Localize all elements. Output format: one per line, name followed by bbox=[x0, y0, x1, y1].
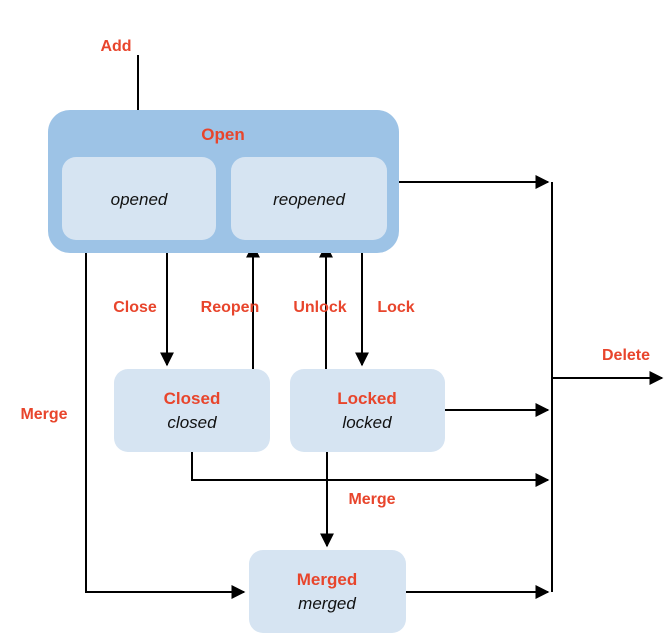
node-closed[interactable]: Closed closed bbox=[114, 369, 270, 452]
edge-label-lock: Lock bbox=[377, 299, 414, 316]
node-closed-state: closed bbox=[167, 413, 217, 432]
node-locked-title: Locked bbox=[337, 389, 397, 408]
edge-label-reopen: Reopen bbox=[201, 299, 260, 316]
node-locked[interactable]: Locked locked bbox=[290, 369, 445, 452]
node-merged-state: merged bbox=[298, 594, 356, 613]
node-merged[interactable]: Merged merged bbox=[249, 550, 406, 633]
edge-label-merge-mid: Merge bbox=[348, 491, 395, 508]
node-closed-box bbox=[114, 369, 270, 452]
node-merged-box bbox=[249, 550, 406, 633]
node-opened-state: opened bbox=[111, 190, 168, 209]
edge-label-delete: Delete bbox=[602, 347, 650, 364]
edge-merge-left bbox=[85, 253, 246, 599]
edge-label-merge-left: Merge bbox=[20, 406, 67, 423]
node-opened-box bbox=[62, 157, 216, 240]
group-open[interactable]: Open opened reopened bbox=[48, 110, 399, 253]
node-reopened-state: reopened bbox=[273, 190, 345, 209]
node-locked-box bbox=[290, 369, 445, 452]
node-merged-title: Merged bbox=[297, 570, 357, 589]
edge-label-unlock: Unlock bbox=[293, 299, 346, 316]
edge-closed-to-merge-rail bbox=[191, 452, 550, 487]
edge-label-add: Add bbox=[100, 38, 131, 55]
node-locked-state: locked bbox=[342, 413, 392, 432]
edge-label-close: Close bbox=[113, 299, 157, 316]
node-closed-title: Closed bbox=[164, 389, 221, 408]
node-reopened[interactable]: reopened bbox=[231, 157, 387, 240]
group-open-title: Open bbox=[201, 125, 244, 144]
node-reopened-box bbox=[231, 157, 387, 240]
node-opened[interactable]: opened bbox=[62, 157, 216, 240]
